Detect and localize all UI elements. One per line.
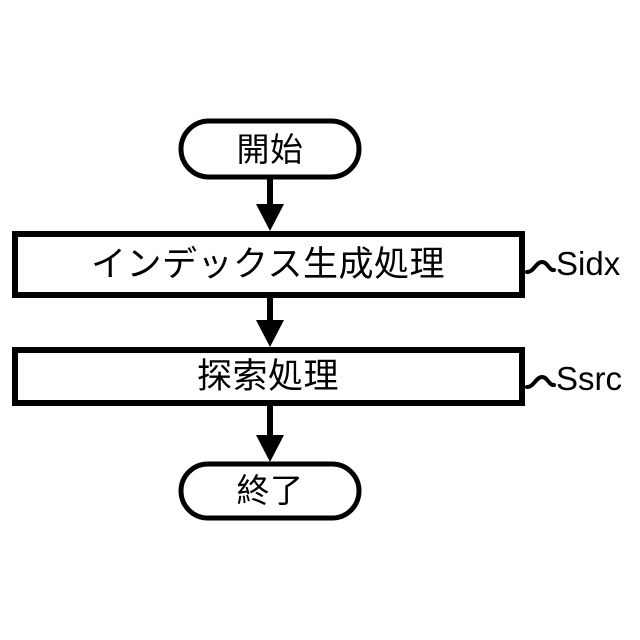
ssrc-leader-line (525, 375, 556, 389)
down-arrow-icon (256, 435, 284, 462)
sidx-leader-line (525, 260, 556, 274)
reference-label-ssrc: Ssrc (556, 360, 622, 397)
start-terminal-label: 開始 (236, 130, 304, 168)
edge-search-to-end (256, 403, 284, 462)
edge-index-generation-to-search (256, 295, 284, 347)
index-generation-process-label: インデックス生成処理 (91, 244, 445, 284)
reference-label-sidx: Sidx (556, 245, 621, 282)
edge-start-to-index-generation (256, 177, 284, 231)
down-arrow-icon (256, 320, 284, 347)
index-generation-process-shape[interactable] (12, 231, 525, 298)
search-process-label: 探索処理 (196, 356, 339, 396)
down-arrow-icon (256, 204, 284, 231)
end-terminal-label: 終了 (236, 472, 304, 509)
end-terminal-shape[interactable] (178, 461, 362, 521)
